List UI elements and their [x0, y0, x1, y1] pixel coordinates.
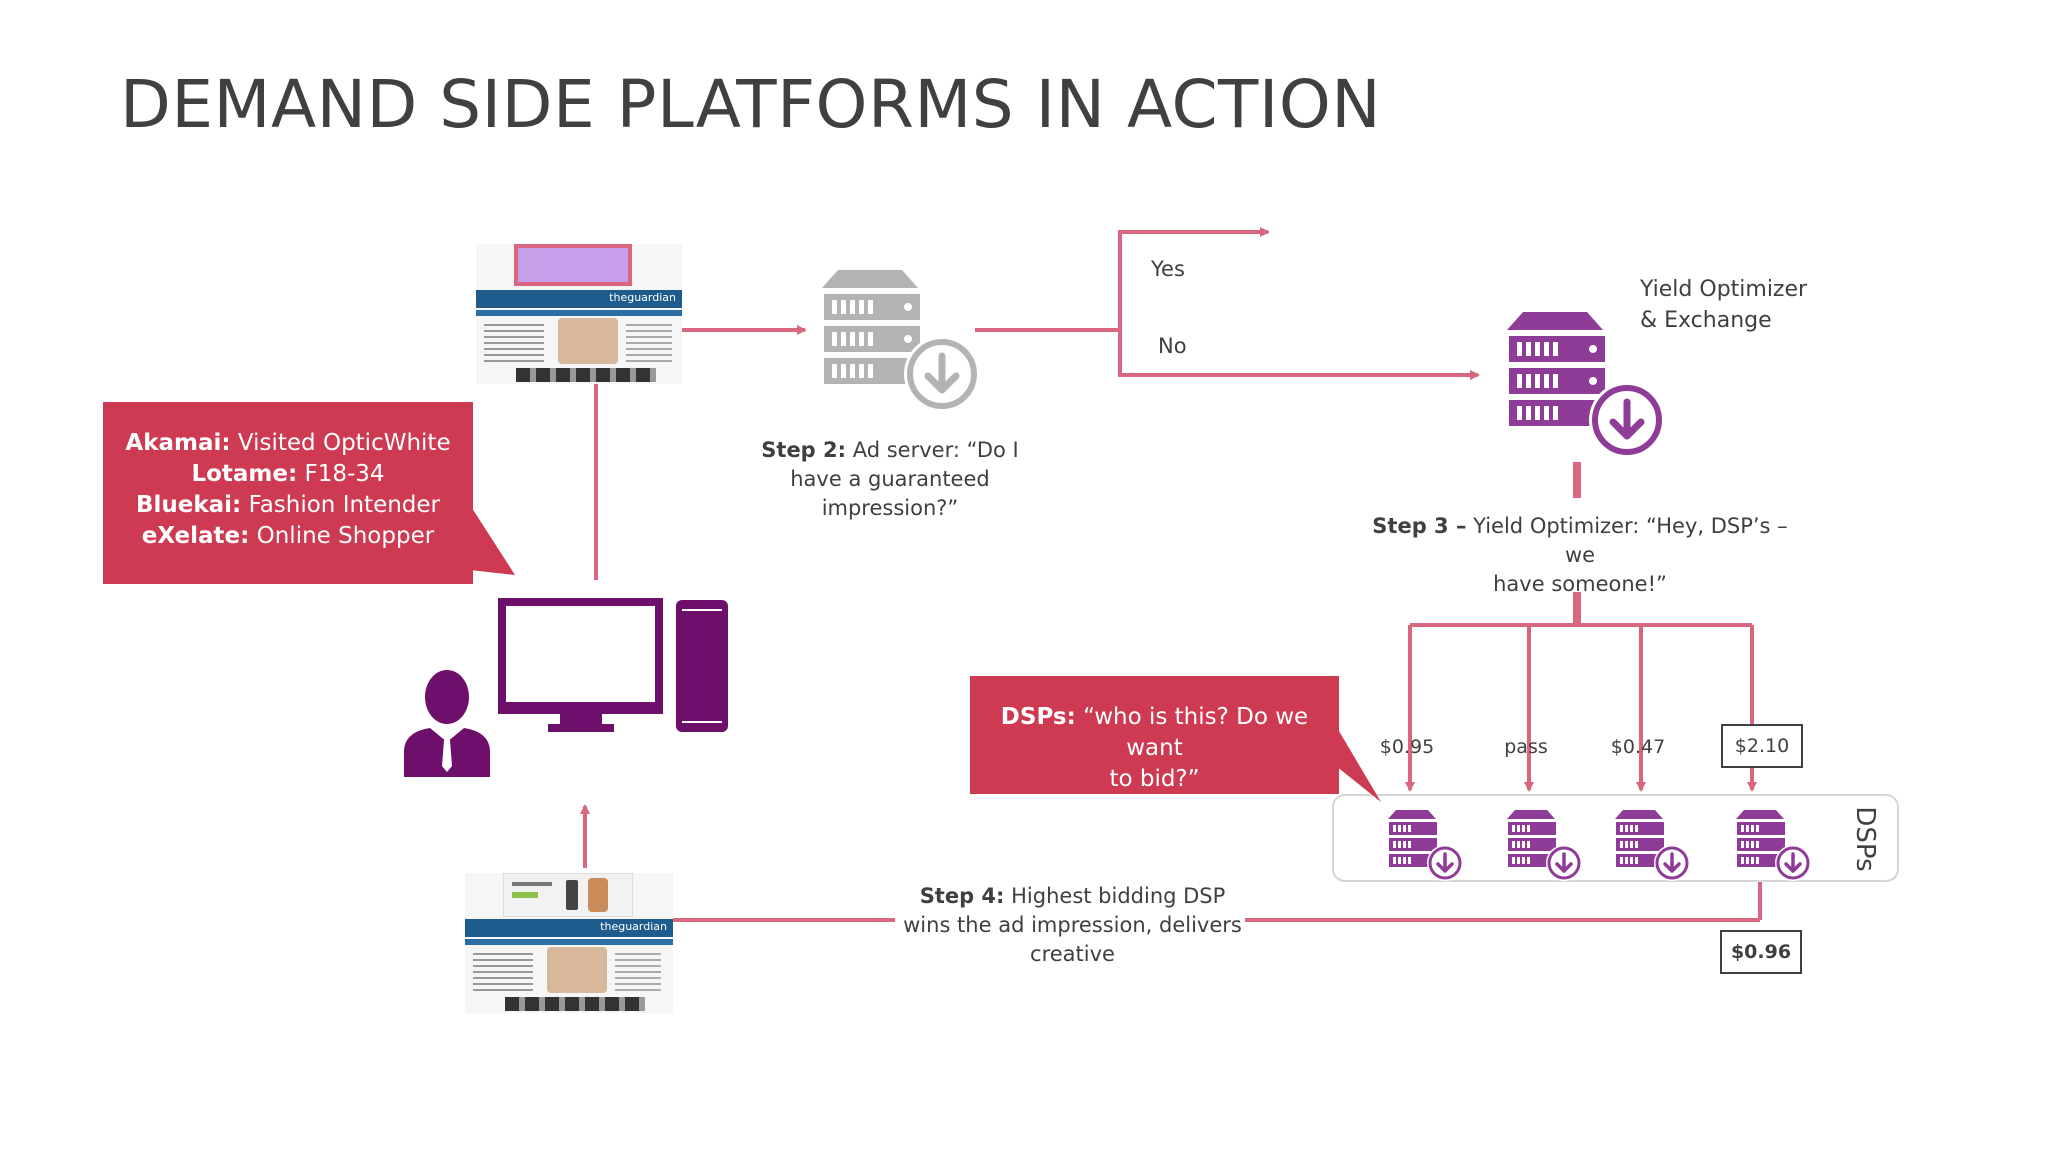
user-icon [404, 670, 490, 777]
website-thumbnail-bottom: theguardian [465, 873, 673, 1013]
callout-pointer [470, 505, 515, 575]
step2-label: Step 2: [761, 438, 847, 462]
bid-dsp-2: pass [1504, 736, 1548, 758]
website-thumbnail-top: theguardian [476, 244, 682, 384]
site-header-bar: theguardian [476, 290, 682, 308]
desktop-computer-icon [498, 598, 728, 732]
dsp-server-icon-3 [1615, 810, 1690, 881]
ad-server-icon [822, 270, 980, 412]
dsp-server-icon-2 [1507, 810, 1582, 881]
delivered-ad-creative [503, 873, 633, 917]
bid-dsp-4: $2.10 [1721, 724, 1803, 768]
step3-label: Step 3 – [1372, 514, 1467, 538]
dsp-callout-pointer [1336, 726, 1381, 802]
site-brand-bottom: theguardian [600, 920, 667, 933]
bid-dsp-3: $0.47 [1610, 736, 1666, 758]
dsp-server-icon-1 [1388, 810, 1463, 881]
dsp-callout: DSPs: “who is this? Do we want to bid?” [970, 676, 1339, 794]
highlighted-ad-slot [514, 244, 632, 286]
site-header-bar-bottom: theguardian [465, 919, 673, 937]
site-brand: theguardian [609, 291, 676, 304]
step4-text: Step 4: Highest bidding DSP wins the ad … [903, 884, 1242, 966]
dsp-group-box [1332, 794, 1899, 882]
article-photo [558, 318, 618, 364]
step3-text: Step 3 – Yield Optimizer: “Hey, DSP’s – … [1372, 514, 1788, 596]
dsp-server-icon-4 [1736, 810, 1811, 881]
branch-yes-label: Yes [1151, 257, 1185, 281]
step2-text: Step 2: Ad server: “Do I have a guarante… [761, 438, 1019, 520]
winning-price: $0.96 [1720, 930, 1802, 974]
step4-label: Step 4: [919, 884, 1005, 908]
yield-optimizer-label: Yield Optimizer & Exchange [1640, 277, 1808, 333]
yield-optimizer-server-icon [1507, 312, 1665, 458]
page-title: DEMAND SIDE PLATFORMS IN ACTION [120, 66, 1382, 143]
data-provider-callout: Akamai: Visited OpticWhite Lotame: F18-3… [103, 402, 473, 584]
bid-dsp-1: $0.95 [1379, 736, 1435, 758]
branch-no-label: No [1158, 334, 1187, 358]
dsps-group-label: DSPs [1850, 806, 1880, 872]
